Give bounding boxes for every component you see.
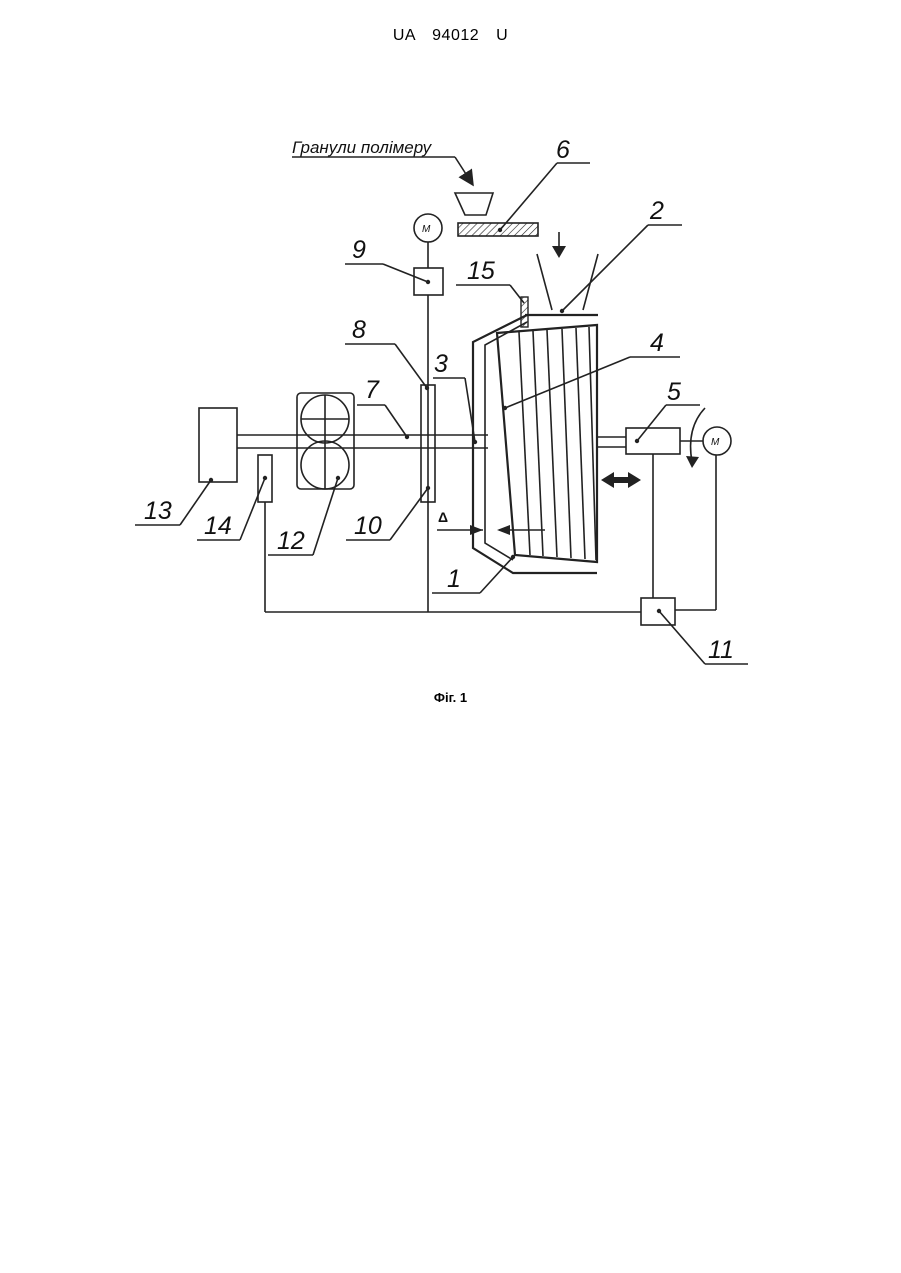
label-8: 8 bbox=[352, 316, 366, 344]
label-15: 15 bbox=[467, 257, 495, 285]
main-shaft bbox=[237, 435, 488, 448]
reference-labels: 6 2 15 9 8 3 7 4 5 13 bbox=[135, 136, 748, 664]
hopper-2 bbox=[525, 254, 598, 315]
label-3: 3 bbox=[434, 350, 448, 378]
label-10: 10 bbox=[354, 512, 382, 540]
gearbox-12 bbox=[297, 393, 354, 489]
label-1: 1 bbox=[447, 565, 461, 593]
label-14: 14 bbox=[204, 512, 232, 540]
motor-symbol-right: M bbox=[711, 437, 720, 448]
top-motor: M bbox=[414, 214, 443, 612]
rotor-4 bbox=[497, 325, 597, 562]
label-7: 7 bbox=[365, 376, 380, 404]
feed-label: Гранули полімеру bbox=[292, 138, 433, 157]
label-6: 6 bbox=[556, 136, 570, 164]
control-unit-11 bbox=[265, 454, 716, 625]
screw-feeder bbox=[455, 193, 566, 258]
label-13: 13 bbox=[144, 497, 172, 525]
right-drive: M bbox=[597, 408, 731, 488]
polymer-feed: Гранули полімеру bbox=[292, 138, 473, 185]
block-13 bbox=[199, 408, 237, 482]
motor-symbol-top: M bbox=[422, 224, 431, 235]
label-11: 11 bbox=[708, 636, 734, 664]
label-12: 12 bbox=[277, 527, 305, 555]
housing-1 bbox=[473, 315, 597, 573]
label-5: 5 bbox=[667, 378, 681, 406]
figure-caption: Фіг. 1 bbox=[0, 690, 901, 705]
label-9: 9 bbox=[352, 236, 366, 264]
label-4: 4 bbox=[650, 329, 664, 357]
gap-symbol: Δ bbox=[438, 509, 448, 525]
label-2: 2 bbox=[649, 197, 664, 225]
